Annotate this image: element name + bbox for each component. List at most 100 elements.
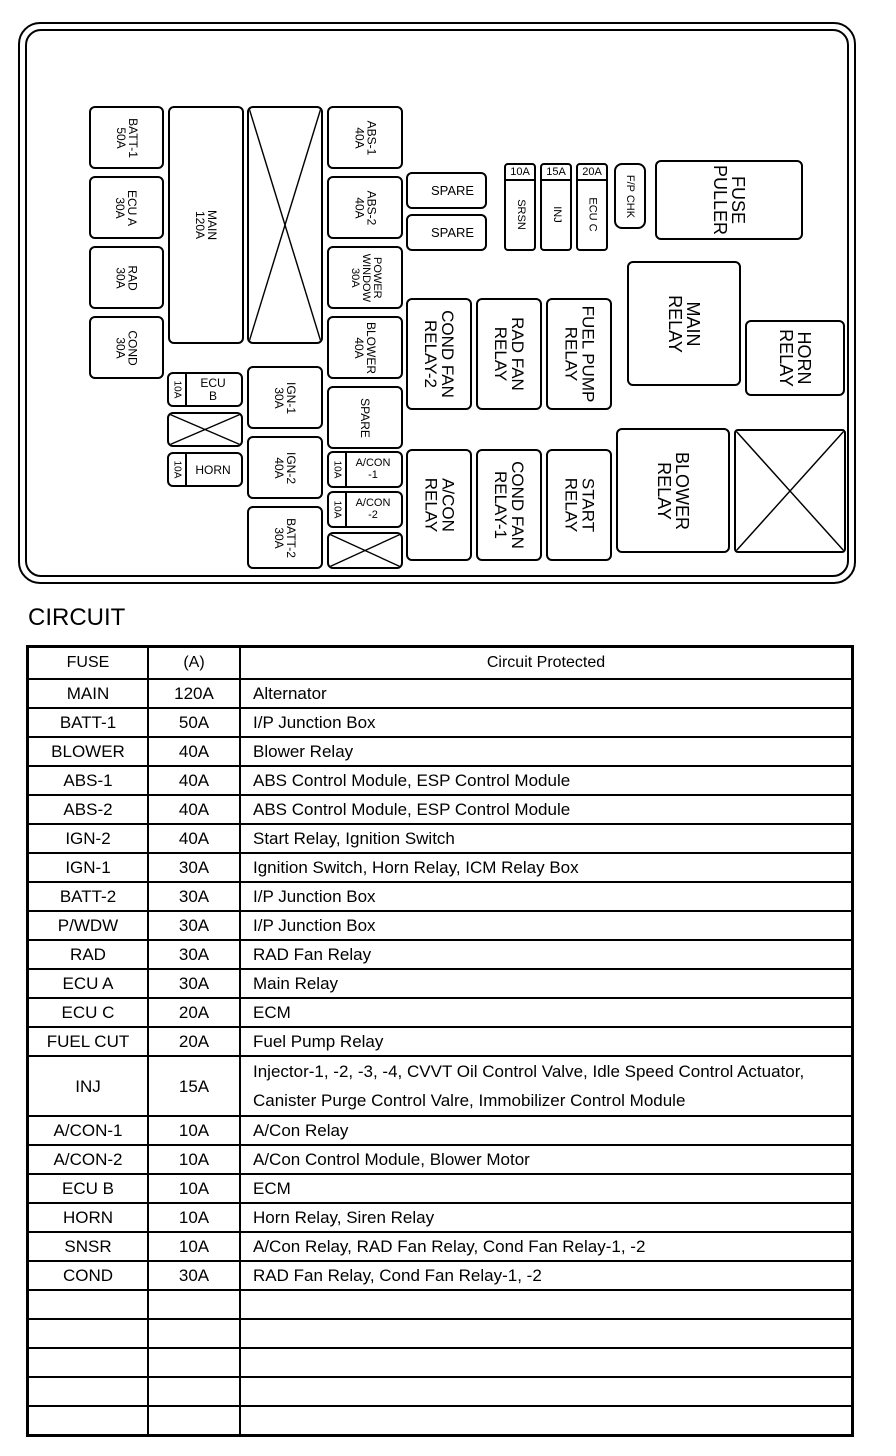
cell-fuse: P/WDW xyxy=(26,910,149,941)
table-row-empty xyxy=(26,1318,854,1349)
empty-relay-slot xyxy=(734,429,846,553)
cell-circuit: Injector-1, -2, -3, -4, CVVT Oil Control… xyxy=(239,1055,854,1117)
cell-fuse: INJ xyxy=(26,1055,149,1117)
fuse-label: ECU xyxy=(200,375,226,390)
cell-empty xyxy=(26,1289,149,1320)
fuse-srsn[interactable]: 10A SRSN xyxy=(504,163,536,251)
cell-fuse: IGN-2 xyxy=(26,823,149,854)
circuit-title: CIRCUIT xyxy=(28,604,126,631)
fuse-label: POWER xyxy=(370,256,383,299)
cell-circuit: Horn Relay, Siren Relay xyxy=(239,1202,854,1233)
relay-label-line-2: RELAY xyxy=(561,477,580,533)
relay-label: COND FAN xyxy=(508,461,527,549)
fuse-spare-vertical[interactable]: SPARE xyxy=(327,386,403,449)
cell-empty xyxy=(147,1347,241,1378)
fuse-spare-2[interactable]: SPARE xyxy=(406,214,487,251)
cell-empty xyxy=(26,1376,149,1407)
cell-empty xyxy=(147,1289,241,1320)
fuse-inj[interactable]: 15A INJ xyxy=(540,163,572,251)
fuse-rating-tag: 10A xyxy=(329,453,347,486)
fuse-rating: 10A xyxy=(506,165,534,181)
fuse-rating: 30A xyxy=(271,386,286,409)
cell-fuse: SNSR xyxy=(26,1231,149,1262)
fuse-label: MAIN xyxy=(205,210,219,240)
cell-fuse: RAD xyxy=(26,939,149,970)
fuse-label: INJ xyxy=(550,205,563,223)
cell-circuit: I/P Junction Box xyxy=(239,910,854,941)
cell-empty xyxy=(26,1405,149,1437)
cell-fuse: BATT-1 xyxy=(26,707,149,738)
fuse-rating: 40A xyxy=(352,196,366,219)
empty-slot-large xyxy=(247,106,323,344)
fuse-ecu-c[interactable]: 20A ECU C xyxy=(576,163,608,251)
cell-fuse: ECU A xyxy=(26,968,149,999)
cell-circuit: ABS Control Module, ESP Control Module xyxy=(239,765,854,796)
cell-fuse: COND xyxy=(26,1260,149,1291)
relay-label-line-2: RELAY xyxy=(491,326,510,382)
fuse-horn[interactable]: 10A HORN xyxy=(167,452,243,487)
fuse-label-line-2: WINDOW xyxy=(359,253,372,302)
cell-amp: 10A xyxy=(147,1173,241,1204)
cross-mark-icon xyxy=(249,108,321,342)
fuse-label: BLOWER xyxy=(363,321,378,374)
relay-label: MAIN xyxy=(682,300,703,346)
fuse-label: SPARE xyxy=(357,397,372,438)
fuse-spare-1[interactable]: SPARE xyxy=(406,172,487,209)
fuse-label: SRSN xyxy=(514,198,527,230)
fuse-label: IGN-2 xyxy=(283,451,298,484)
cell-amp: 40A xyxy=(147,823,241,854)
relay-label: BLOWER xyxy=(671,451,692,530)
cell-empty xyxy=(239,1405,854,1437)
fuse-ecu-b[interactable]: 10A ECU B xyxy=(167,372,243,407)
table-header-row: FUSE (A) Circuit Protected xyxy=(26,645,854,680)
cell-amp: 20A xyxy=(147,1026,241,1057)
cell-amp: 30A xyxy=(147,1260,241,1291)
cell-fuse: ABS-1 xyxy=(26,765,149,796)
cell-circuit: Main Relay xyxy=(239,968,854,999)
cell-amp: 10A xyxy=(147,1144,241,1175)
empty-slot-small-2 xyxy=(327,532,403,569)
cell-circuit: Ignition Switch, Horn Relay, ICM Relay B… xyxy=(239,852,854,883)
cell-fuse: ECU B xyxy=(26,1173,149,1204)
cell-empty xyxy=(239,1318,854,1349)
fuse-fp-chk[interactable]: F/P CHK xyxy=(614,163,646,229)
cell-circuit: ECM xyxy=(239,1173,854,1204)
fuse-label: ABS-1 xyxy=(364,120,378,155)
cell-circuit: Alternator xyxy=(239,678,854,709)
relay-label-line-2: RELAY xyxy=(664,294,685,353)
fuse-acon-2[interactable]: 10A A/CON -2 xyxy=(327,491,403,528)
fuse-rating: 30A xyxy=(113,336,128,359)
cell-amp: 40A xyxy=(147,765,241,796)
fuse-acon-1[interactable]: 10A A/CON -1 xyxy=(327,451,403,488)
cell-amp: 30A xyxy=(147,910,241,941)
fuse-label: F/P CHK xyxy=(624,174,637,218)
cell-circuit: ECM xyxy=(239,997,854,1028)
